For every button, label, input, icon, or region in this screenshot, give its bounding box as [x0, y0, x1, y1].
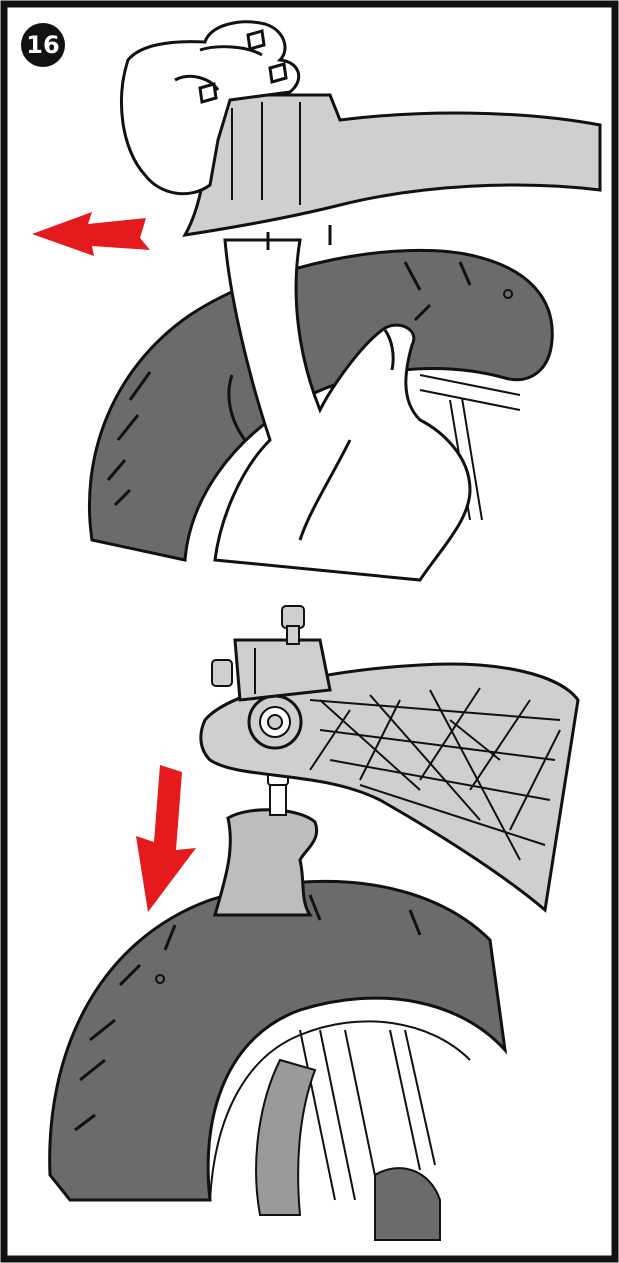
mudguard-icon: [215, 810, 317, 915]
step-number: 16: [26, 31, 59, 59]
step-badge: 16: [21, 23, 65, 67]
